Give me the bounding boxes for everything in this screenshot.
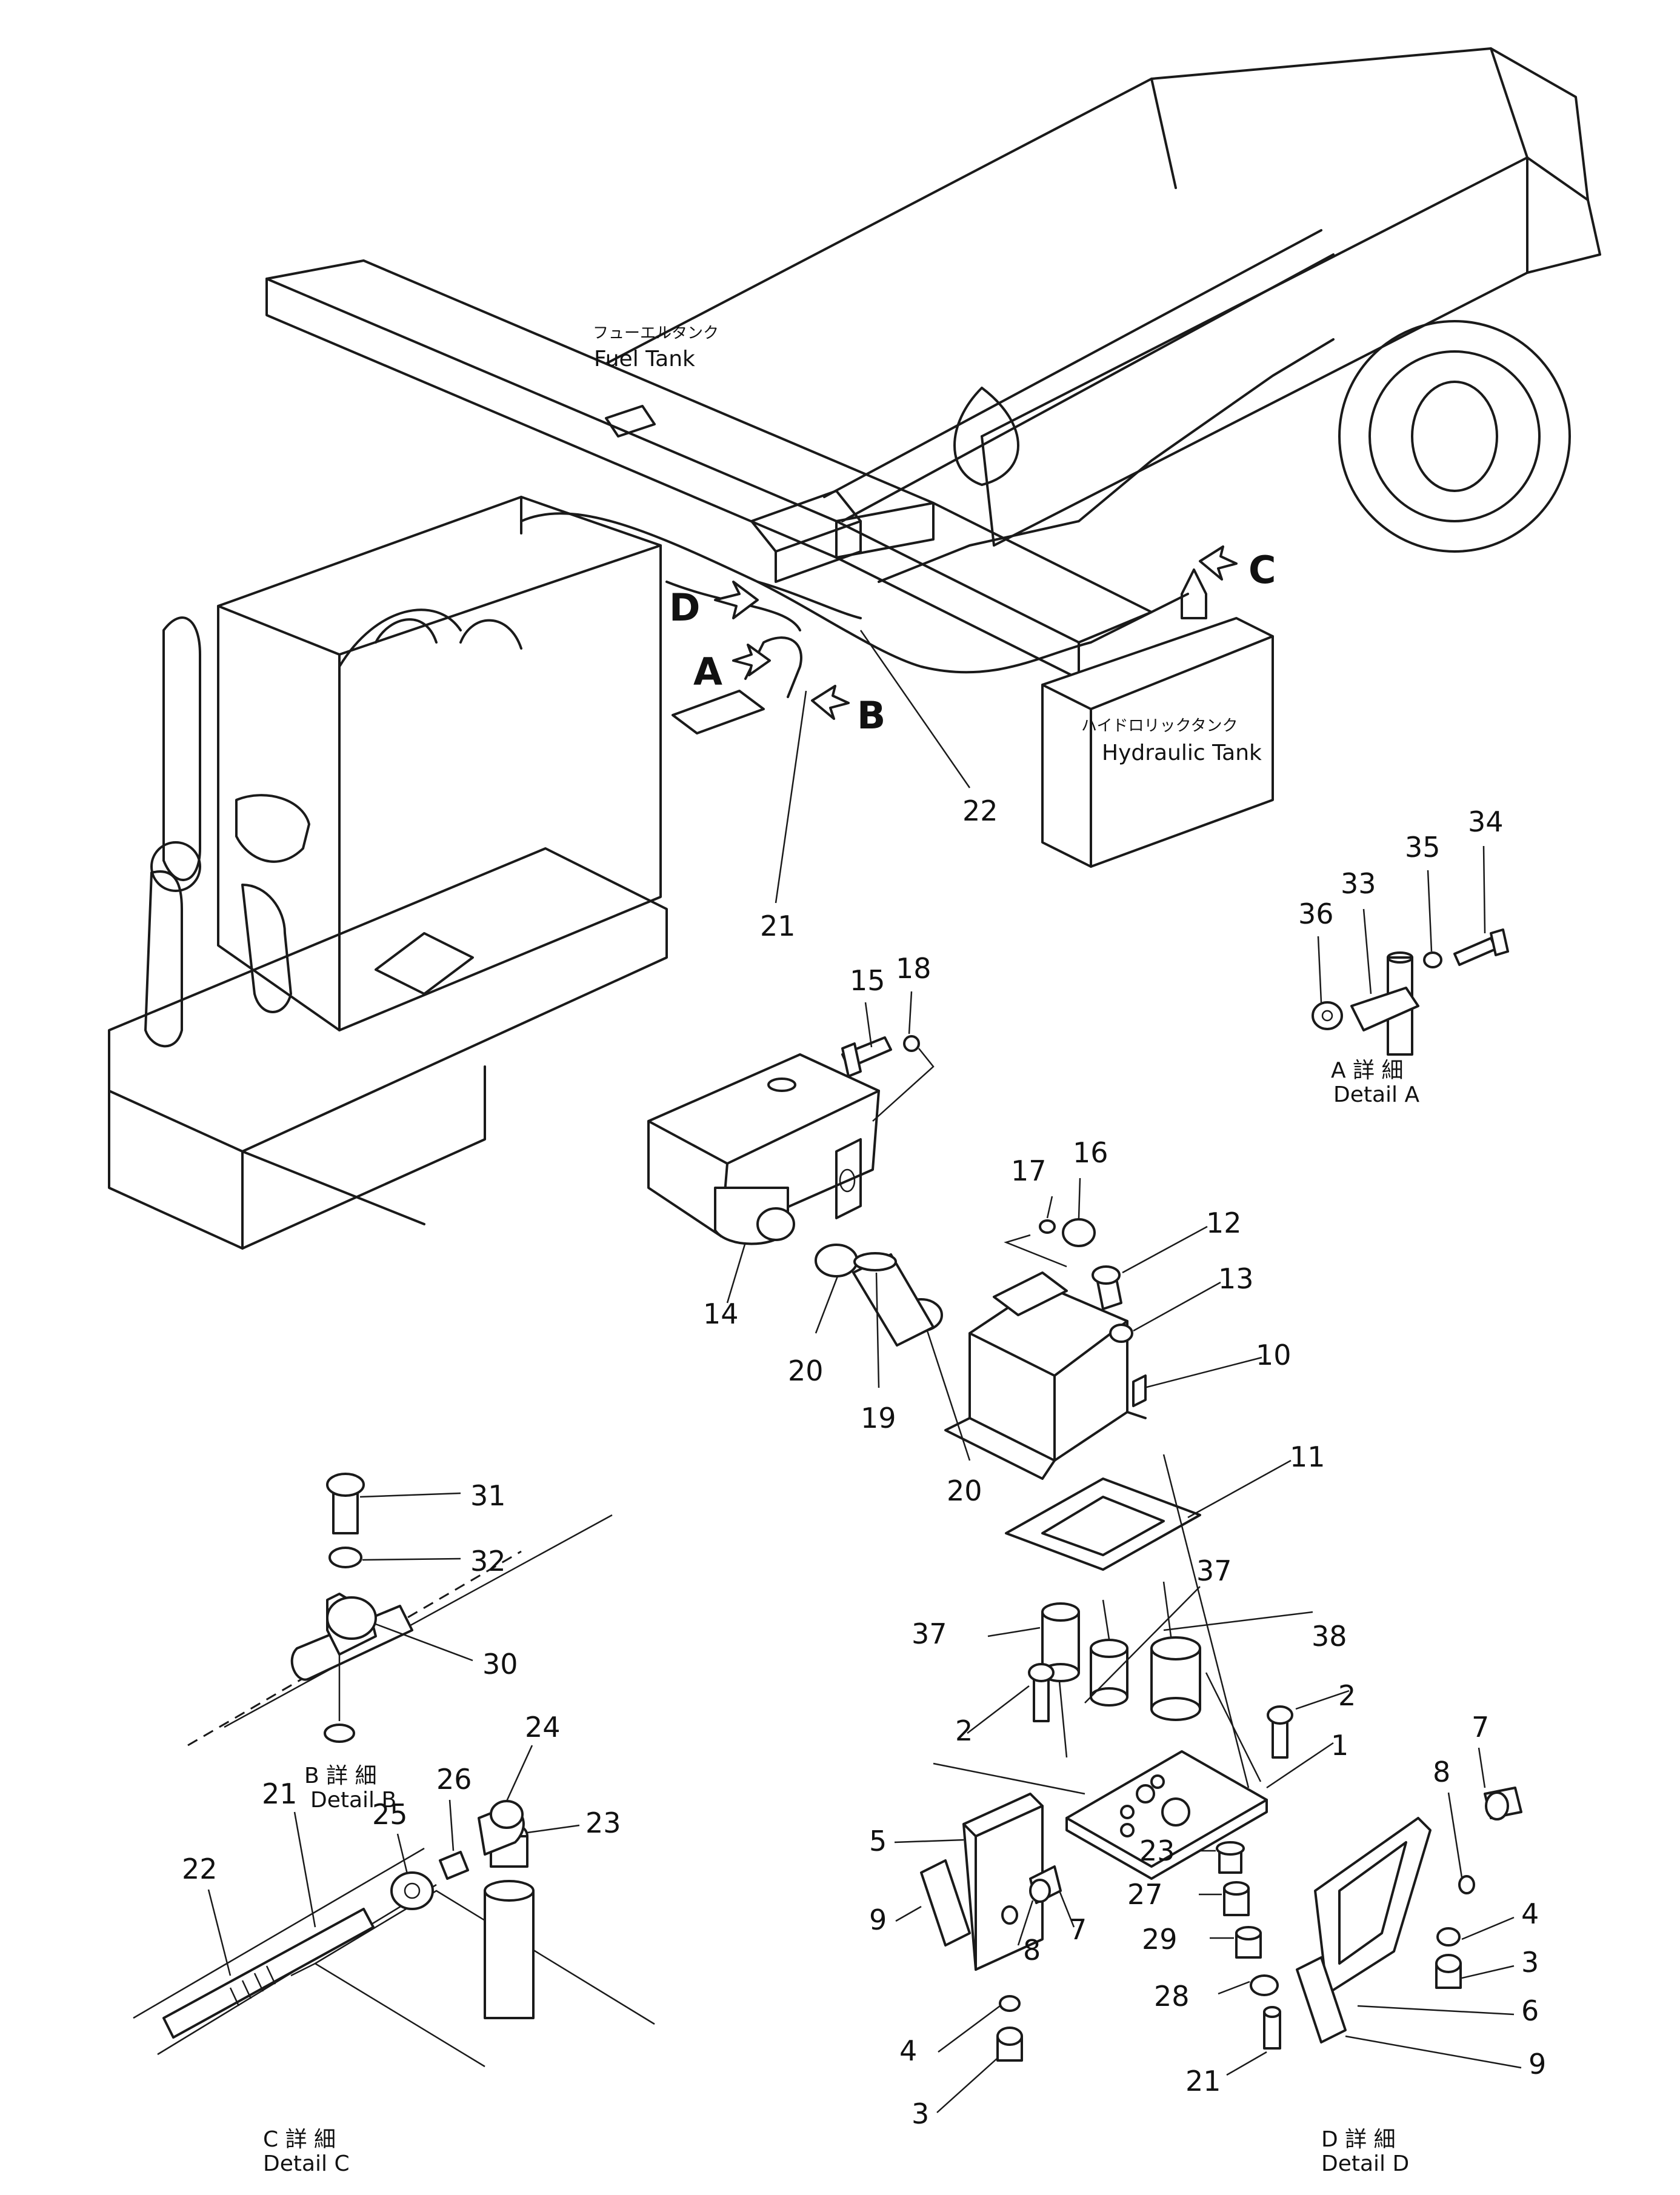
part-3a-label: 3 [912, 2097, 929, 2130]
part-17-label: 17 [1011, 1154, 1047, 1187]
detail-a-label: Detail A [1333, 1082, 1419, 1107]
part-4a-label: 4 [899, 2034, 917, 2067]
part-23c-label: 23 [585, 1807, 621, 1839]
part-3b-label: 3 [1521, 1946, 1539, 1979]
part-23d-label: 23 [1139, 1834, 1175, 1867]
part-8a-label: 8 [1023, 1934, 1041, 1967]
part-22c-label: 22 [182, 1853, 218, 1885]
part-11-label: 11 [1290, 1441, 1325, 1473]
part-2b-label: 2 [1338, 1679, 1356, 1712]
arrow-c-icon [1199, 545, 1238, 581]
part-15-label: 15 [850, 964, 885, 997]
part-31-label: 31 [470, 1479, 506, 1512]
part-24-label: 24 [525, 1711, 561, 1744]
arrow-d-icon [714, 581, 759, 619]
part-9a-label: 9 [869, 1904, 887, 1936]
part-33-label: 33 [1341, 867, 1376, 900]
part-9b-label: 9 [1528, 2048, 1546, 2080]
part-14-label: 14 [703, 1297, 739, 1330]
detail-b-jp-label: B 詳 細 [304, 1764, 377, 1788]
detail-d-drawing [920, 1454, 1522, 2062]
part-10-label: 10 [1256, 1339, 1292, 1371]
part-35-label: 35 [1405, 831, 1441, 864]
arrow-b-icon [811, 685, 850, 720]
callout-d: D [669, 585, 700, 630]
fuel-tank-jp-label: フューエルタンク [593, 324, 719, 342]
breather-cover-drawing [647, 1035, 1201, 1571]
detail-c-jp-label: C 詳 細 [263, 2127, 336, 2152]
detail-d-jp-label: D 詳 細 [1321, 2127, 1396, 2152]
part-37a-label: 37 [912, 1617, 947, 1650]
part-12-label: 12 [1206, 1207, 1242, 1239]
part-20b-label: 20 [947, 1474, 982, 1507]
part-34-label: 34 [1468, 805, 1504, 838]
part-7a-label: 7 [1069, 1913, 1087, 1946]
callout-a: A [693, 650, 722, 694]
arrow-a-icon [732, 644, 771, 676]
part-21c-label: 21 [262, 1777, 298, 1810]
part-5-label: 5 [869, 1825, 887, 1857]
part-21-label: 21 [760, 910, 796, 942]
callout-c: C [1248, 548, 1276, 592]
part-25-label: 25 [372, 1798, 408, 1831]
part-7b-label: 7 [1472, 1711, 1489, 1744]
fuel-tank-label: Fuel Tank [594, 347, 695, 371]
part-30-label: 30 [482, 1648, 518, 1680]
part-36-label: 36 [1298, 898, 1334, 930]
part-27-label: 27 [1127, 1878, 1163, 1911]
part-6-label: 6 [1521, 1994, 1539, 2027]
detail-b-label: Detail B [310, 1788, 396, 1813]
part-28-label: 28 [1154, 1980, 1190, 2013]
part-2a-label: 2 [955, 1714, 973, 1747]
part-29-label: 29 [1142, 1923, 1178, 1956]
part-21d-label: 21 [1185, 2065, 1221, 2097]
machine-frame-drawing [108, 47, 1601, 1250]
part-1-label: 1 [1331, 1729, 1348, 1762]
detail-c-drawing [133, 1800, 655, 2068]
part-22-label: 22 [962, 794, 998, 827]
part-13-label: 13 [1218, 1262, 1254, 1295]
part-37b-label: 37 [1196, 1554, 1232, 1587]
detail-d-label: Detail D [1321, 2151, 1409, 2176]
detail-b-drawing [187, 1473, 613, 1747]
detail-c-label: Detail C [263, 2151, 350, 2176]
hydraulic-tank-jp-label: ハイドロリックタンク [1081, 717, 1238, 735]
detail-a-jp-label: A 詳 細 [1331, 1058, 1404, 1083]
part-4b-label: 4 [1521, 1897, 1539, 1930]
part-16-label: 16 [1073, 1136, 1108, 1169]
part-38-label: 38 [1312, 1620, 1347, 1653]
part-8b-label: 8 [1433, 1756, 1450, 1788]
callout-b: B [857, 693, 885, 738]
part-26-label: 26 [436, 1763, 472, 1796]
part-19-label: 19 [861, 1402, 896, 1434]
hydraulic-tank-label: Hydraulic Tank [1102, 741, 1262, 765]
part-18-label: 18 [896, 952, 932, 985]
part-20a-label: 20 [788, 1354, 824, 1387]
detail-a-drawing [1312, 928, 1509, 1056]
part-32-label: 32 [470, 1545, 506, 1577]
